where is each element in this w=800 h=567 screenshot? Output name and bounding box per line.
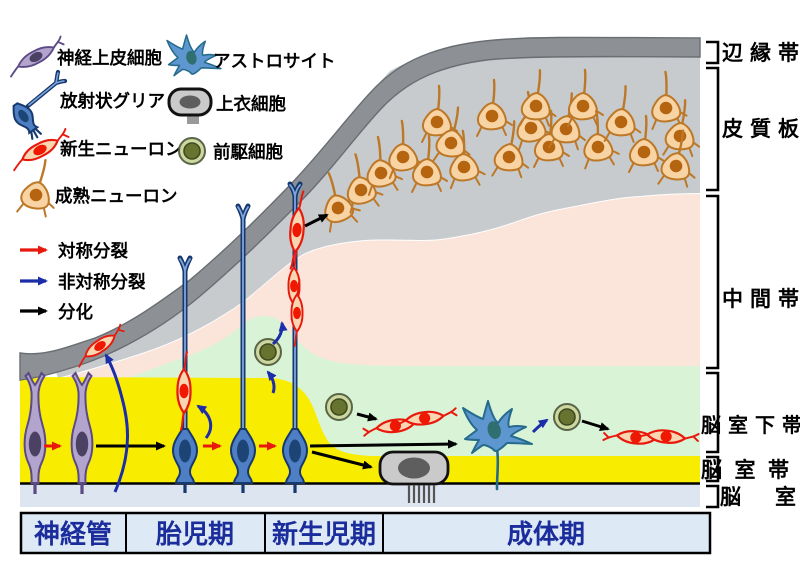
stage-label: 新生児期: [272, 519, 376, 549]
zone-bracket: [706, 40, 720, 65]
stage-bar-frame: [19, 511, 712, 555]
progenitor-cell: [254, 338, 282, 366]
asymmetric-division-arrow: [271, 321, 288, 346]
zone-bracket: [706, 484, 720, 509]
legend-label: 前駆細胞: [213, 142, 283, 162]
stage-label: 神経管: [34, 519, 112, 549]
zone-bracket: [706, 455, 720, 483]
legend-label: 成熟ニューロン: [55, 186, 178, 206]
cells: [23, 189, 700, 503]
arrows: [44, 213, 610, 493]
differentiation-arrow: [311, 450, 373, 470]
ependymal-cell: [378, 450, 450, 503]
zone-label: 脳室帯: [701, 458, 800, 482]
differentiation-arrow: [356, 412, 378, 422]
legend-label: 非対称分裂: [58, 272, 146, 292]
legend-label: 分化: [58, 302, 93, 322]
zone-label: 脳室下帯: [700, 413, 800, 437]
zone-label: 中間帯: [722, 288, 800, 311]
progenitor-cell-icon: [178, 137, 206, 165]
zone-bracket: [706, 194, 720, 370]
legend: 神経上皮細胞 放射状グリア 新生ニューロン 成熟ニューロン アストロサイト 上衣…: [4, 34, 336, 322]
cilia: [407, 485, 436, 503]
zone-label: 皮質板: [722, 117, 800, 141]
legend-label: 神経上皮細胞: [57, 48, 162, 68]
ventricle-region: [20, 484, 700, 507]
zone-label: 脳室: [720, 485, 800, 509]
zone-bracket: [706, 371, 720, 454]
radial-glia-icon: [12, 69, 68, 140]
progenitor-cell: [553, 403, 581, 431]
arrow-legend: 対称分裂 非対称分裂 分化: [20, 241, 146, 322]
progenitor-cell: [325, 393, 353, 421]
asymmetric-division-arrow: [196, 404, 213, 439]
asymmetric-division-arrow: [266, 370, 277, 394]
asymmetric-division-arrow: [531, 418, 549, 434]
legend-label: 放射状グリア: [59, 91, 165, 111]
astrocyte: [462, 400, 533, 491]
stage-label: 成体期: [507, 519, 585, 549]
ependymal-cell-icon: [167, 87, 213, 124]
stage-label: 胎児期: [155, 519, 234, 549]
legend-label: 上衣細胞: [216, 94, 286, 114]
radial-glia-cell: [230, 428, 256, 494]
differentiation-arrow: [304, 213, 329, 228]
legend-label: 新生ニューロン: [60, 139, 183, 159]
differentiation-arrow: [309, 439, 458, 449]
radial-glia-fibers: [177, 181, 303, 437]
zone-annotations: 辺縁帯 皮質板 中間帯 脳室下帯 脳室帯 脳室: [700, 40, 800, 509]
radial-glia-cell: [282, 428, 308, 494]
radial-glia-cell: [172, 428, 198, 494]
legend-label: 対称分裂: [57, 241, 128, 261]
differentiation-arrow: [581, 419, 610, 431]
stage-bar: 神経管 胎児期 新生児期 成体期: [19, 511, 712, 555]
zone-label: 辺縁帯: [722, 41, 800, 65]
asymmetric-division-arrow: [104, 353, 129, 493]
legend-label: アストロサイト: [213, 51, 336, 71]
zone-bracket: [706, 66, 720, 192]
